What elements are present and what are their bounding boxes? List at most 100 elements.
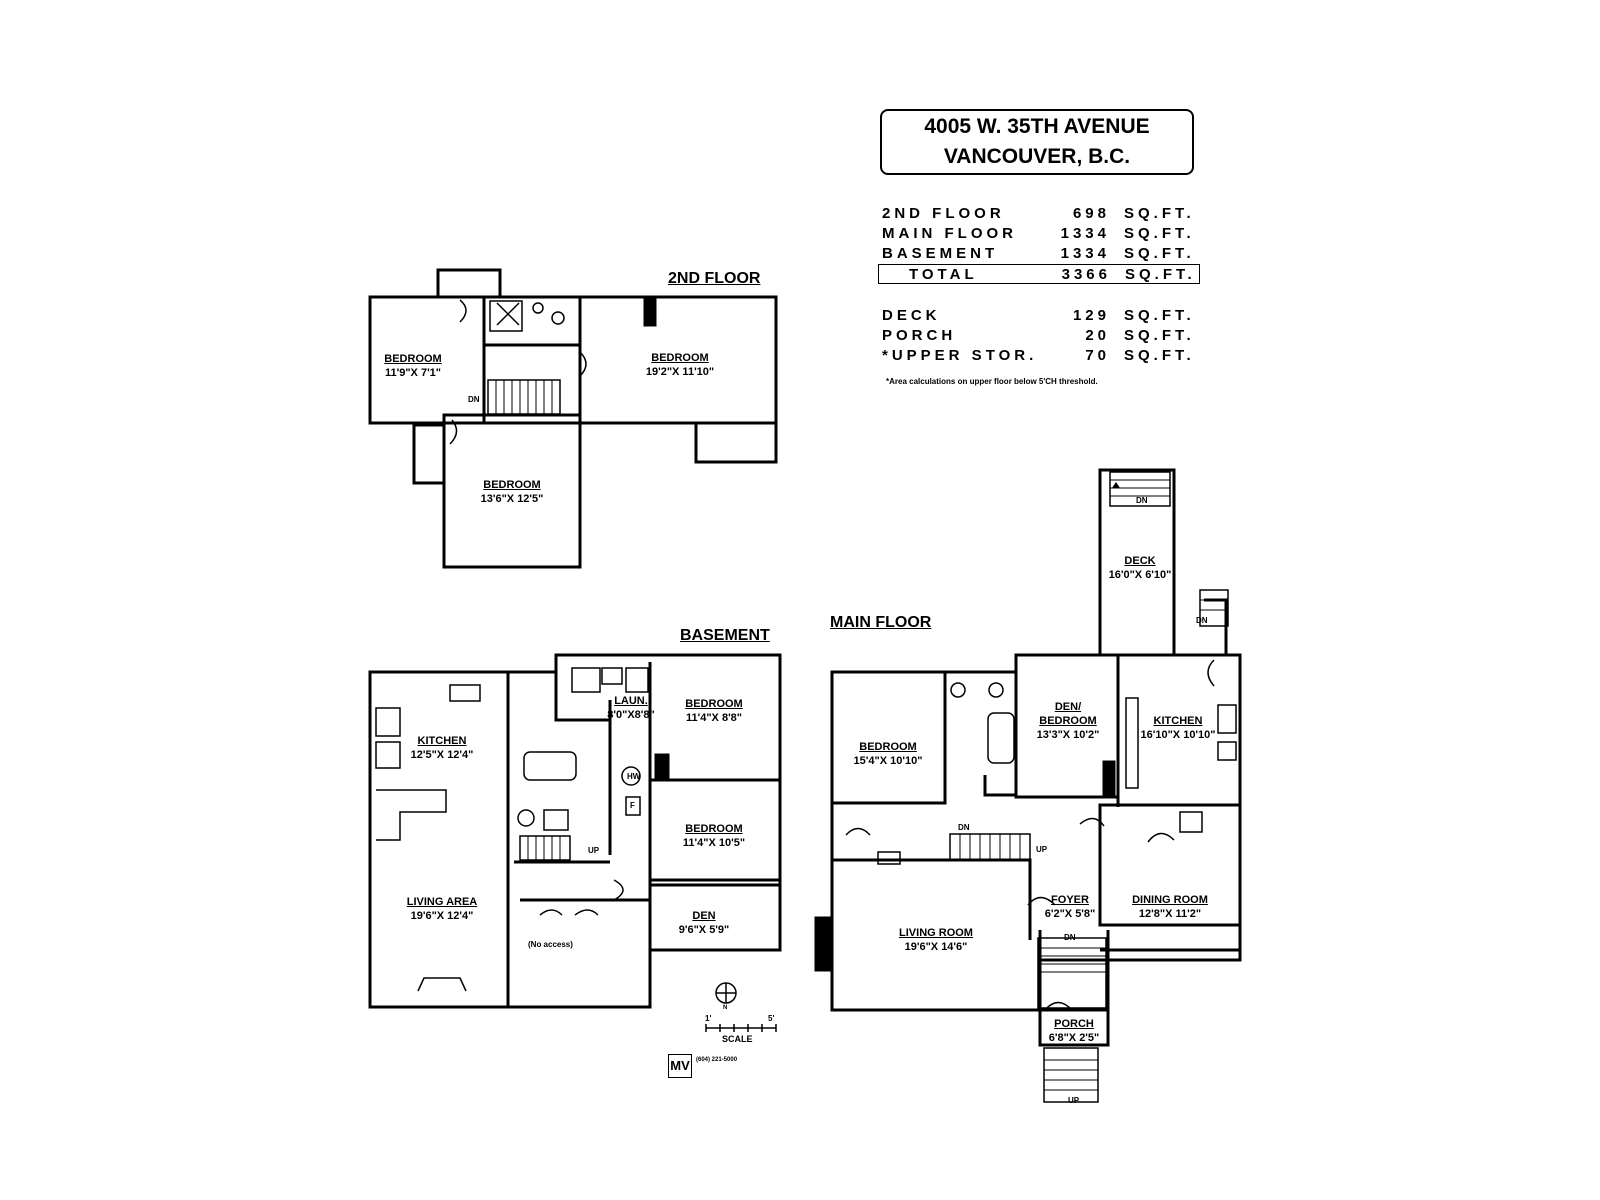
room-name: DEN/ BEDROOM: [1039, 701, 1097, 727]
basement-plan: [368, 653, 782, 1009]
room-label: BEDROOM 11'9"X 7'1": [384, 352, 441, 380]
area-note: *Area calculations on upper floor below …: [886, 377, 1098, 386]
room-label: PORCH 6'8"X 2'5": [1049, 1017, 1100, 1045]
area-unit: SQ.FT.: [1124, 205, 1195, 222]
furnace-label: F: [630, 801, 635, 810]
north-label: N: [723, 1005, 728, 1011]
area-label: *UPPER STOR.: [882, 347, 1038, 364]
room-dims: 11'9"X 7'1": [384, 367, 442, 379]
main-floor-plan: [814, 468, 1242, 1103]
scale-label: SCALE: [722, 1034, 753, 1044]
down-label: DN: [1064, 933, 1076, 942]
second-floor-title: 2ND FLOOR: [668, 270, 761, 287]
room-dims: 19'6"X 12'4": [410, 910, 474, 922]
basement-title: BASEMENT: [680, 627, 770, 644]
area-value: 698: [1072, 205, 1110, 222]
room-dims: 12'8"X 11'2": [1138, 908, 1202, 920]
room-dims: 19'2"X 11'10": [645, 366, 715, 378]
room-dims: 19'6"X 14'6": [904, 941, 968, 953]
area-label: TOTAL: [909, 266, 978, 283]
area-unit: SQ.FT.: [1124, 307, 1195, 324]
room-label: DINING ROOM 12'8"X 11'2": [1132, 893, 1208, 921]
up-label: UP: [588, 846, 600, 855]
area-unit: SQ.FT.: [1125, 266, 1196, 283]
area-row-basement: BASEMENT 1334 SQ.FT.: [882, 244, 1200, 264]
room-label: KITCHEN 16'10"X 10'10": [1141, 714, 1216, 742]
scale-left-label: 1': [705, 1014, 712, 1023]
room-name: LIVING ROOM: [899, 927, 973, 939]
area-row-upper-storage: *UPPER STOR. 70 SQ.FT.: [882, 346, 1200, 366]
room-dims: 6'8"X 2'5": [1048, 1032, 1100, 1044]
room-name: PORCH: [1054, 1018, 1094, 1030]
room-label: LIVING AREA 19'6"X 12'4": [407, 895, 478, 923]
room-name: FOYER: [1051, 894, 1089, 906]
company-phone: (604) 221-5000: [696, 1057, 738, 1063]
room-name: LAUN.: [614, 695, 648, 707]
area-row-main-floor: MAIN FLOOR 1334 SQ.FT.: [882, 224, 1200, 244]
room-name: BEDROOM: [859, 741, 917, 753]
room-name: BEDROOM: [651, 352, 709, 364]
area-label: PORCH: [882, 327, 957, 344]
area-row-2nd-floor: 2ND FLOOR 698 SQ.FT.: [882, 204, 1200, 224]
room-name: DEN: [692, 910, 716, 922]
room-label: LIVING ROOM 19'6"X 14'6": [899, 926, 973, 954]
no-access-label: (No access): [528, 940, 573, 949]
address-line-1: 4005 W. 35TH AVENUE: [924, 115, 1150, 138]
room-name: KITCHEN: [1153, 715, 1203, 727]
room-name: KITCHEN: [417, 735, 467, 747]
down-label: DN: [1196, 616, 1208, 625]
address-box: 4005 W. 35TH AVENUE VANCOUVER, B.C.: [880, 109, 1194, 175]
area-value: 20: [1085, 327, 1110, 344]
water-heater-label: HW: [627, 772, 641, 781]
area-value: 3366: [1061, 266, 1111, 283]
area-unit: SQ.FT.: [1124, 347, 1195, 364]
room-name: DINING ROOM: [1132, 894, 1208, 906]
area-value: 129: [1072, 307, 1110, 324]
down-label: DN: [468, 395, 480, 404]
down-label: DN: [958, 823, 970, 832]
address-line-2: VANCOUVER, B.C.: [943, 145, 1131, 168]
room-dims: 16'10"X 10'10": [1140, 729, 1216, 741]
room-dims: 11'4"X 8'8": [685, 712, 743, 724]
area-label: BASEMENT: [882, 245, 999, 262]
area-label: MAIN FLOOR: [882, 225, 1017, 242]
up-label: UP: [1068, 1096, 1080, 1105]
room-label: DECK 16'0"X 6'10": [1109, 554, 1172, 582]
area-value: 1334: [1060, 245, 1110, 262]
area-label: 2ND FLOOR: [882, 205, 1005, 222]
down-label: DN: [1136, 496, 1148, 505]
main-floor-title: MAIN FLOOR: [830, 614, 932, 631]
room-dims: 13'6"X 12'5": [480, 493, 544, 505]
up-label: UP: [1036, 845, 1048, 854]
area-row-porch: PORCH 20 SQ.FT.: [882, 326, 1200, 346]
area-unit: SQ.FT.: [1124, 245, 1195, 262]
room-name: BEDROOM: [685, 823, 743, 835]
room-name: BEDROOM: [384, 353, 442, 365]
area-unit: SQ.FT.: [1124, 327, 1195, 344]
room-label: BEDROOM 11'4"X 10'5": [683, 822, 745, 850]
area-row-total: TOTAL 3366 SQ.FT.: [878, 264, 1200, 284]
room-label: DEN/ BEDROOM 13'3"X 10'2": [1028, 700, 1108, 742]
room-label: LAUN. 8'0"X8'8": [607, 694, 654, 722]
room-label: DEN 9'6"X 5'9": [679, 909, 730, 937]
room-dims: 13'3"X 10'2": [1036, 729, 1100, 741]
room-label: BEDROOM 11'4"X 8'8": [685, 697, 742, 725]
area-value: 70: [1085, 347, 1110, 364]
room-label: BEDROOM 13'6"X 12'5": [481, 478, 544, 506]
room-dims: 6'2"X 5'8": [1044, 908, 1096, 920]
room-name: BEDROOM: [685, 698, 743, 710]
room-dims: 8'0"X8'8": [607, 709, 655, 721]
company-logo: MV: [668, 1054, 692, 1078]
room-dims: 16'0"X 6'10": [1108, 569, 1172, 581]
room-dims: 9'6"X 5'9": [678, 924, 730, 936]
room-label: BEDROOM 19'2"X 11'10": [646, 351, 714, 379]
room-dims: 15'4"X 10'10": [853, 755, 923, 767]
room-label: BEDROOM 15'4"X 10'10": [854, 740, 923, 768]
scale-right-label: 5': [768, 1014, 775, 1023]
area-value: 1334: [1060, 225, 1110, 242]
room-dims: 12'5"X 12'4": [410, 749, 474, 761]
area-table: 2ND FLOOR 698 SQ.FT. MAIN FLOOR 1334 SQ.…: [878, 204, 1200, 366]
room-name: LIVING AREA: [406, 896, 478, 908]
room-dims: 11'4"X 10'5": [682, 837, 746, 849]
